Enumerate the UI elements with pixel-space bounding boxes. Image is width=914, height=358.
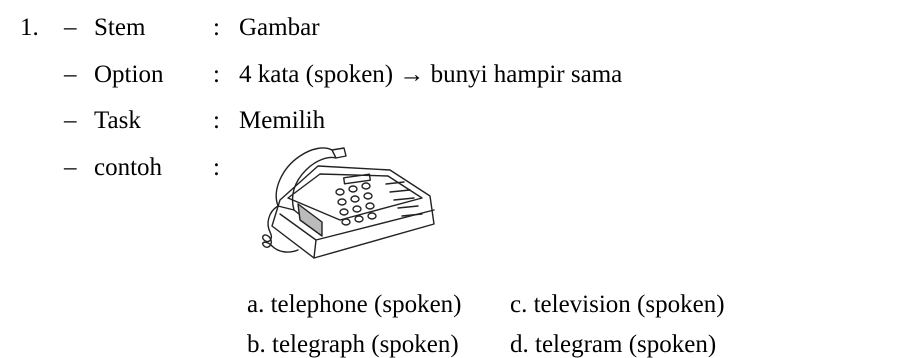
row-2-colon: : (213, 61, 220, 88)
row-3-label: Task (94, 107, 141, 134)
row-1-label: Stem (94, 14, 146, 41)
option-d: d. telegram (spoken) (510, 331, 717, 358)
option-a: a. telephone (spoken) (247, 291, 462, 318)
row-1-colon: : (213, 14, 220, 41)
row-2-value: 4 kata (spoken) → bunyi hampir sama (239, 61, 623, 88)
row-4-dash: – (64, 154, 77, 181)
row-2-label: Option (94, 61, 164, 88)
option-c: c. television (spoken) (510, 291, 725, 318)
row-4-colon: : (213, 154, 220, 181)
row-2-dash: – (64, 61, 77, 88)
row-3-value: Memilih (239, 107, 326, 134)
row-1-value: Gambar (239, 14, 320, 41)
row-3-colon: : (213, 107, 220, 134)
row-1-dash: – (64, 14, 77, 41)
row-4-label: contoh (94, 154, 163, 181)
item-number: 1. (20, 14, 39, 41)
row-3-dash: – (64, 107, 77, 134)
telephone-icon (261, 147, 435, 259)
option-b: b. telegraph (spoken) (247, 331, 459, 358)
